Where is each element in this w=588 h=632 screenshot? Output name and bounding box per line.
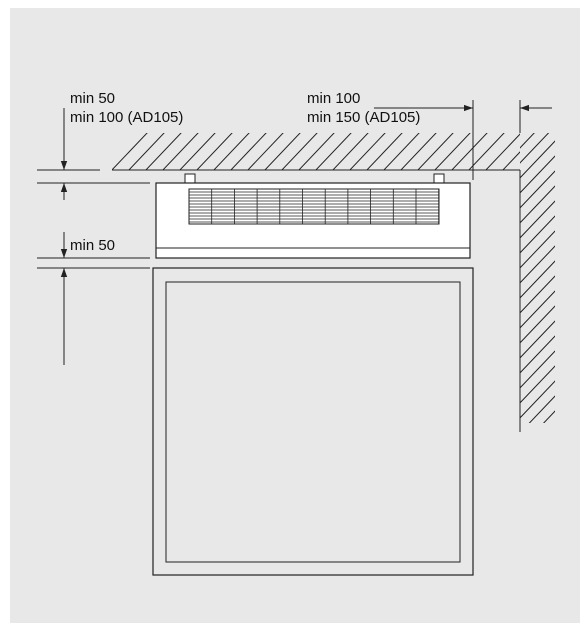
ceiling-hatch-stroke: [112, 133, 148, 170]
wall-hatch-stroke: [520, 133, 550, 164]
top-clearance-label-min: min 50: [70, 90, 115, 107]
wall-hatch: [520, 133, 555, 423]
ceiling-hatch-stroke: [552, 132, 588, 172]
mounting-bracket-right: [433, 173, 445, 184]
diagram-background: [10, 8, 580, 623]
ceiling-hatch-stroke: [128, 133, 165, 170]
ceiling-hatch-stroke: [485, 133, 520, 170]
wall-hatch-stroke: [520, 350, 555, 389]
panel-outer-frame: [152, 267, 474, 576]
panel-inner-frame: [165, 281, 461, 563]
ceiling-hatch-stroke: [451, 133, 488, 170]
ceiling-hatch-stroke: [502, 151, 520, 170]
wall-hatch-stroke: [520, 245, 555, 284]
wall-hatch-stroke: [520, 380, 555, 419]
wall-hatch-stroke: [520, 215, 555, 254]
wall-hatch-stroke: [520, 170, 555, 209]
ceiling-hatch-stroke: [298, 133, 335, 170]
ceiling-hatch-stroke: [281, 133, 318, 170]
side-clearance-label-ad105: min 150 (AD105): [307, 109, 420, 126]
ceiling-hatch-stroke: [230, 133, 267, 170]
ceiling-hatch-stroke: [535, 132, 573, 172]
ceiling-hatch-stroke: [213, 133, 250, 170]
ceiling-hatch-stroke: [145, 133, 182, 170]
wall-hatch-stroke: [520, 320, 555, 359]
ceiling-hatch-stroke: [366, 133, 403, 170]
ceiling-hatch-stroke: [179, 133, 216, 170]
panel-gap-label: min 50: [70, 237, 115, 254]
ceiling-hatch-stroke: [264, 133, 301, 170]
wall-hatch-stroke: [520, 200, 555, 239]
wall-hatch-stroke: [543, 410, 555, 423]
ceiling-hatch-stroke: [519, 169, 520, 170]
top-clearance-label-ad105: min 100 (AD105): [70, 109, 183, 126]
ceiling-hatch-stroke: [315, 133, 352, 170]
ceiling-hatch-stroke: [417, 133, 454, 170]
mounting-bracket-left: [184, 173, 196, 184]
decorative-panel: [152, 267, 474, 576]
ceiling-hatch-stroke: [247, 133, 284, 170]
indoor-unit: [155, 173, 471, 259]
side-clearance-label-min: min 100: [307, 90, 360, 107]
ceiling-hatch-stroke: [196, 133, 233, 170]
ceiling-hatch: [112, 132, 588, 172]
wall-hatch-stroke: [528, 395, 555, 423]
panel-gap-dimension: [37, 232, 150, 365]
wall-hatch-stroke: [520, 155, 555, 194]
wall-hatch-stroke: [520, 290, 555, 329]
wall-hatch-stroke: [520, 133, 535, 149]
ceiling-hatch-stroke: [332, 133, 369, 170]
wall-hatch-stroke: [520, 335, 555, 374]
ceiling-hatch-stroke: [400, 133, 437, 170]
top-clearance-dimension: [37, 108, 150, 200]
wall-hatch-stroke: [520, 305, 555, 344]
wall-hatch-stroke: [520, 140, 555, 179]
wall-hatch-stroke: [520, 230, 555, 269]
unit-grille: [188, 188, 440, 225]
wall-hatch-stroke: [520, 365, 555, 404]
ceiling-hatch-stroke: [383, 133, 420, 170]
wall-hatch-stroke: [520, 275, 555, 314]
wall-hatch-stroke: [520, 260, 555, 299]
side-clearance-dimension: [374, 100, 552, 180]
wall-hatch-stroke: [520, 185, 555, 224]
ceiling-hatch-stroke: [162, 133, 199, 170]
ceiling-hatch-stroke: [349, 133, 386, 170]
ceiling-hatch-stroke: [434, 133, 471, 170]
